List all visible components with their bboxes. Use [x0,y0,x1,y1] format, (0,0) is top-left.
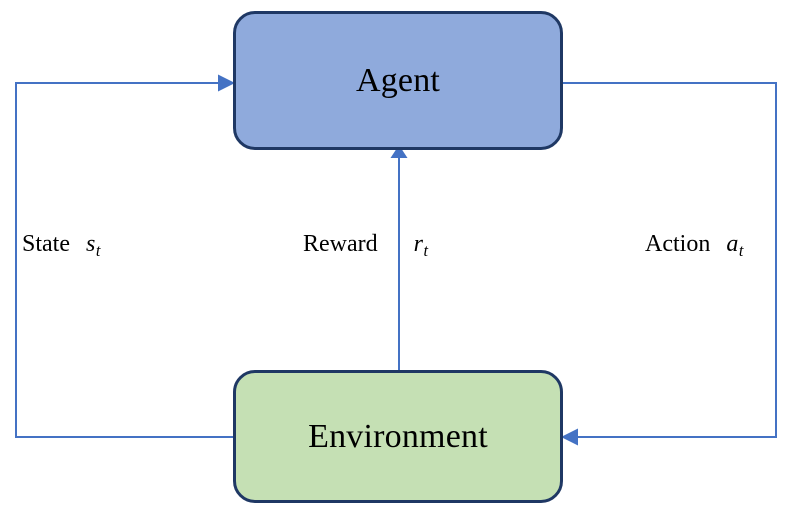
action-variable-symbol: a [726,231,739,257]
environment-node: Environment [233,370,563,503]
reward-label-variable: rt [378,231,429,260]
state-label-word: State [22,231,70,257]
action-arrowhead-icon [561,428,578,446]
reward-label-word: Reward [303,231,378,257]
reward-arrowhead-icon [390,145,408,158]
state-label-variable: st [70,231,101,260]
reward-connector [390,145,408,370]
action-connector-line [563,82,777,438]
state-variable-subscript: t [95,240,101,260]
state-connector [15,74,235,438]
environment-node-label: Environment [308,417,488,455]
agent-node: Agent [233,11,563,150]
action-variable-subscript: t [738,240,744,260]
state-arrowhead-icon [218,74,235,92]
action-label-word: Action [645,231,711,257]
action-connector [561,82,777,446]
state-variable-symbol: s [86,231,96,257]
reward-variable-symbol: r [413,231,423,257]
action-label-variable: at [710,231,744,260]
reward-variable-subscript: t [423,240,429,260]
state-connector-line [15,82,233,438]
agent-node-label: Agent [355,61,441,99]
